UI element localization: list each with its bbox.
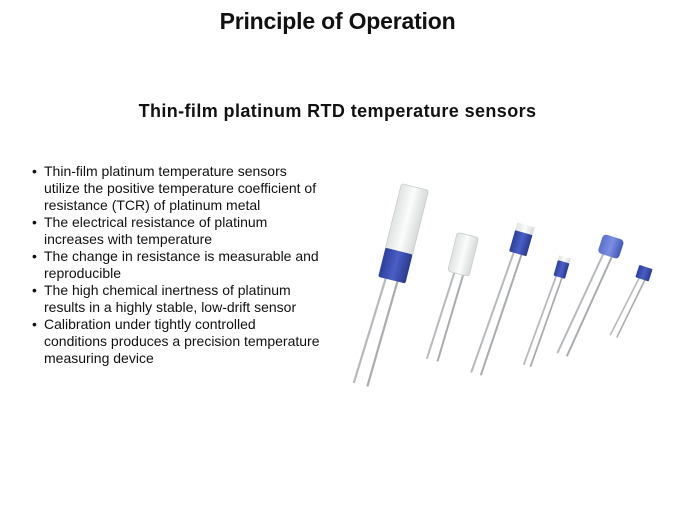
slide-title: Principle of Operation	[219, 8, 456, 34]
bullet-item: The high chemical inertness of platinum …	[30, 282, 322, 316]
bullet-item: The change in resistance is measurable a…	[30, 248, 322, 282]
sensor-tiny-blue	[609, 265, 653, 338]
bullet-list: Thin-film platinum temperature sensors u…	[30, 163, 322, 367]
bullet-item: Calibration under tightly controlled con…	[30, 316, 322, 367]
sensor-large	[352, 183, 429, 387]
sensor-blue-chip	[470, 222, 535, 376]
bullet-item: The electrical resistance of platinum in…	[30, 214, 322, 248]
slide-subtitle: Thin-film platinum RTD temperature senso…	[138, 101, 537, 121]
rtd-sensors-photo	[352, 183, 653, 387]
bullet-item: Thin-film platinum temperature sensors u…	[30, 163, 322, 214]
sensor-white-chip	[425, 232, 479, 362]
sensor-rounded-blue	[556, 234, 624, 357]
sensor-small-blue	[522, 255, 571, 368]
